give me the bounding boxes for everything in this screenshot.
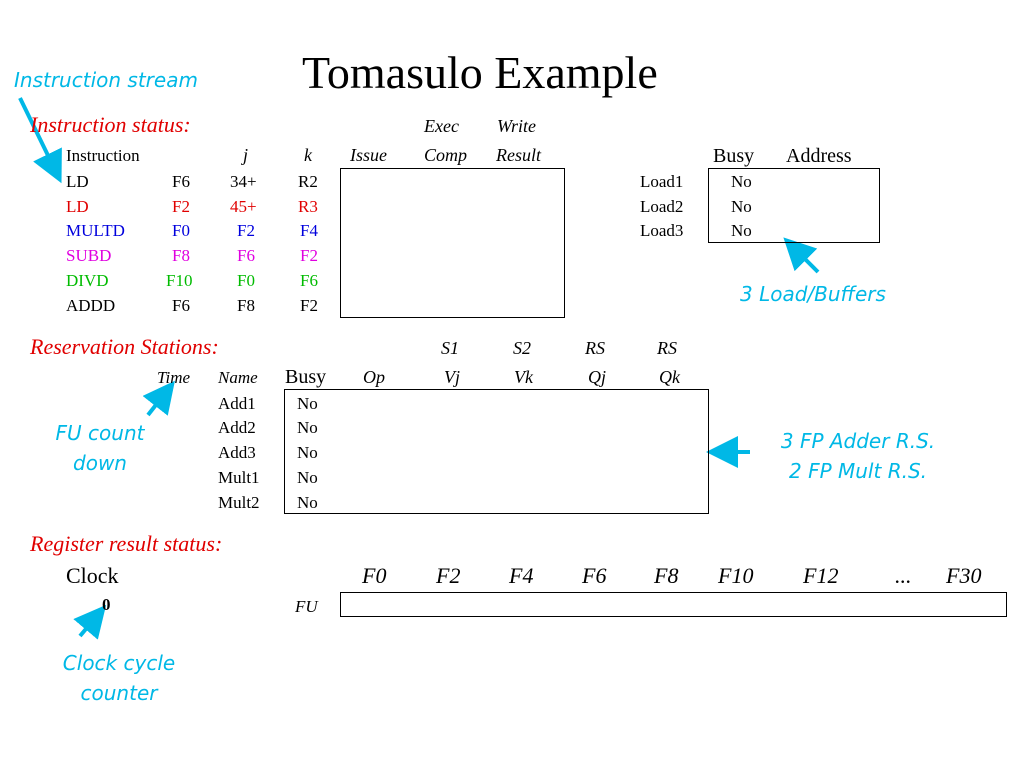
load-address-header: Address: [786, 145, 852, 167]
register-header: F8: [654, 563, 679, 588]
instruction-dest: F6: [172, 296, 190, 315]
instruction-j: F0: [237, 271, 255, 290]
instruction-stream-arrow: [18, 97, 62, 184]
rs-busy: No: [297, 493, 318, 512]
instruction-dest: F10: [166, 271, 193, 290]
vj-header: Vj: [444, 367, 460, 387]
instruction-j: 34+: [230, 172, 257, 191]
instruction-k: F2: [300, 296, 318, 315]
s1-group-header: S1: [441, 338, 459, 358]
load-busy-header: Busy: [713, 145, 755, 167]
qk-header: Qk: [659, 367, 680, 387]
instruction-op: MULTD: [66, 221, 125, 240]
k-header: k: [304, 145, 312, 165]
register-header: F2: [436, 563, 461, 588]
load-buffer-name: Load1: [640, 172, 684, 191]
vk-header: Vk: [514, 367, 533, 387]
rs-name: Mult2: [218, 493, 260, 512]
rs-busy: No: [297, 394, 318, 413]
fu-count-arrow: [142, 380, 175, 417]
register-header: F30: [946, 563, 982, 588]
write-group-header: Write: [497, 116, 536, 136]
result-header: Result: [496, 145, 541, 165]
load-buffer-busy: No: [731, 172, 752, 191]
instruction-op: LD: [66, 172, 89, 191]
instruction-j: 45+: [230, 197, 257, 216]
clock-value: 0: [102, 595, 111, 614]
register-header: ...: [895, 563, 912, 588]
page-title: Tomasulo Example: [302, 47, 658, 98]
register-header: F4: [509, 563, 534, 588]
instruction-k: R3: [298, 197, 318, 216]
reservation-stations-box: [284, 389, 709, 514]
instruction-op: LD: [66, 197, 89, 216]
instruction-dest: F8: [172, 246, 190, 265]
clock-label: Clock: [66, 563, 119, 588]
j-header: j: [243, 145, 249, 165]
load-buffer-name: Load3: [640, 221, 684, 240]
register-result-label: Register result status:: [30, 531, 223, 556]
comp-header: Comp: [424, 145, 468, 165]
rs-name: Add2: [218, 418, 256, 437]
rs-name: Add1: [218, 394, 256, 413]
register-header: F0: [362, 563, 387, 588]
rs-name: Add3: [218, 443, 256, 462]
instruction-status-box: [340, 168, 565, 318]
qj-header: Qj: [588, 367, 606, 387]
instruction-header: Instruction: [66, 146, 140, 165]
register-header: F6: [582, 563, 607, 588]
load-buffer-name: Load2: [640, 197, 684, 216]
s2-group-header: S2: [513, 338, 531, 358]
rs2-group-header: RS: [657, 338, 677, 358]
instruction-op: ADDD: [66, 296, 116, 315]
fu-count-annotation: FU count down: [55, 421, 145, 475]
instruction-k: F6: [300, 271, 318, 290]
instruction-op: DIVD: [66, 271, 109, 290]
rs-busy: No: [297, 468, 318, 487]
exec-group-header: Exec: [424, 116, 459, 136]
instruction-status-label: Instruction status:: [30, 112, 191, 137]
clock-cycle-annotation: Clock cycle counter: [62, 651, 176, 705]
rs-busy: No: [297, 443, 318, 462]
rs-busy: No: [297, 418, 318, 437]
instruction-j: F8: [237, 296, 255, 315]
instruction-k: F2: [300, 246, 318, 265]
rs1-group-header: RS: [585, 338, 605, 358]
load-buffers-annotation: 3 Load/Buffers: [740, 282, 886, 306]
load-buffers-arrow: [783, 237, 820, 274]
load-buffers-box: [708, 168, 880, 243]
rs-name: Mult1: [218, 468, 260, 487]
instruction-dest: F2: [172, 197, 190, 216]
instruction-stream-annotation: Instruction stream: [14, 68, 198, 92]
instruction-k: R2: [298, 172, 318, 191]
register-header: F10: [718, 563, 754, 588]
reservation-stations-label: Reservation Stations:: [30, 334, 219, 359]
time-header: Time: [157, 368, 191, 387]
instruction-dest: F0: [172, 221, 190, 240]
load-buffer-busy: No: [731, 197, 752, 216]
rs-summary-annotation: 3 FP Adder R.S. 2 FP Mult R.S.: [780, 429, 936, 483]
fu-label: FU: [295, 597, 318, 616]
clock-cycle-arrow: [73, 604, 107, 640]
load-buffer-busy: No: [731, 221, 752, 240]
instruction-k: F4: [300, 221, 318, 240]
instruction-op: SUBD: [66, 246, 112, 265]
register-header: F12: [803, 563, 839, 588]
op-header: Op: [363, 367, 385, 387]
issue-header: Issue: [350, 145, 387, 165]
name-header: Name: [218, 368, 258, 387]
instruction-dest: F6: [172, 172, 190, 191]
instruction-j: F6: [237, 246, 255, 265]
busy-header: Busy: [285, 366, 327, 388]
register-fu-box: [340, 592, 1007, 617]
instruction-j: F2: [237, 221, 255, 240]
